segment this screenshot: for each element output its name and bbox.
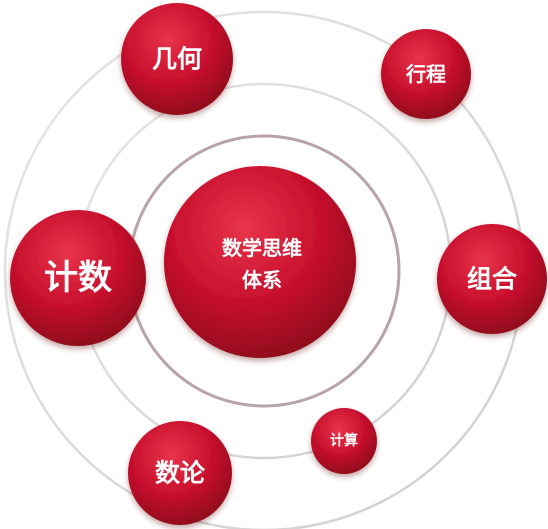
node-geometry — [121, 3, 233, 115]
node-calculation-label: 计算 — [330, 432, 358, 449]
center-label-line2: 体系 — [242, 268, 282, 292]
node-number-theory — [128, 421, 232, 525]
node-travel — [381, 29, 471, 119]
node-counting — [10, 210, 146, 346]
center-label-line1: 数学思维 — [222, 236, 302, 260]
center-node — [164, 166, 356, 358]
node-geometry-label: 几何 — [152, 45, 202, 74]
node-travel-label: 行程 — [405, 62, 446, 86]
node-counting-label: 计数 — [44, 258, 112, 298]
node-calculation — [311, 408, 377, 474]
node-number-theory-label: 数论 — [155, 459, 206, 488]
node-combination — [437, 224, 547, 334]
node-combination-label: 组合 — [467, 265, 518, 294]
